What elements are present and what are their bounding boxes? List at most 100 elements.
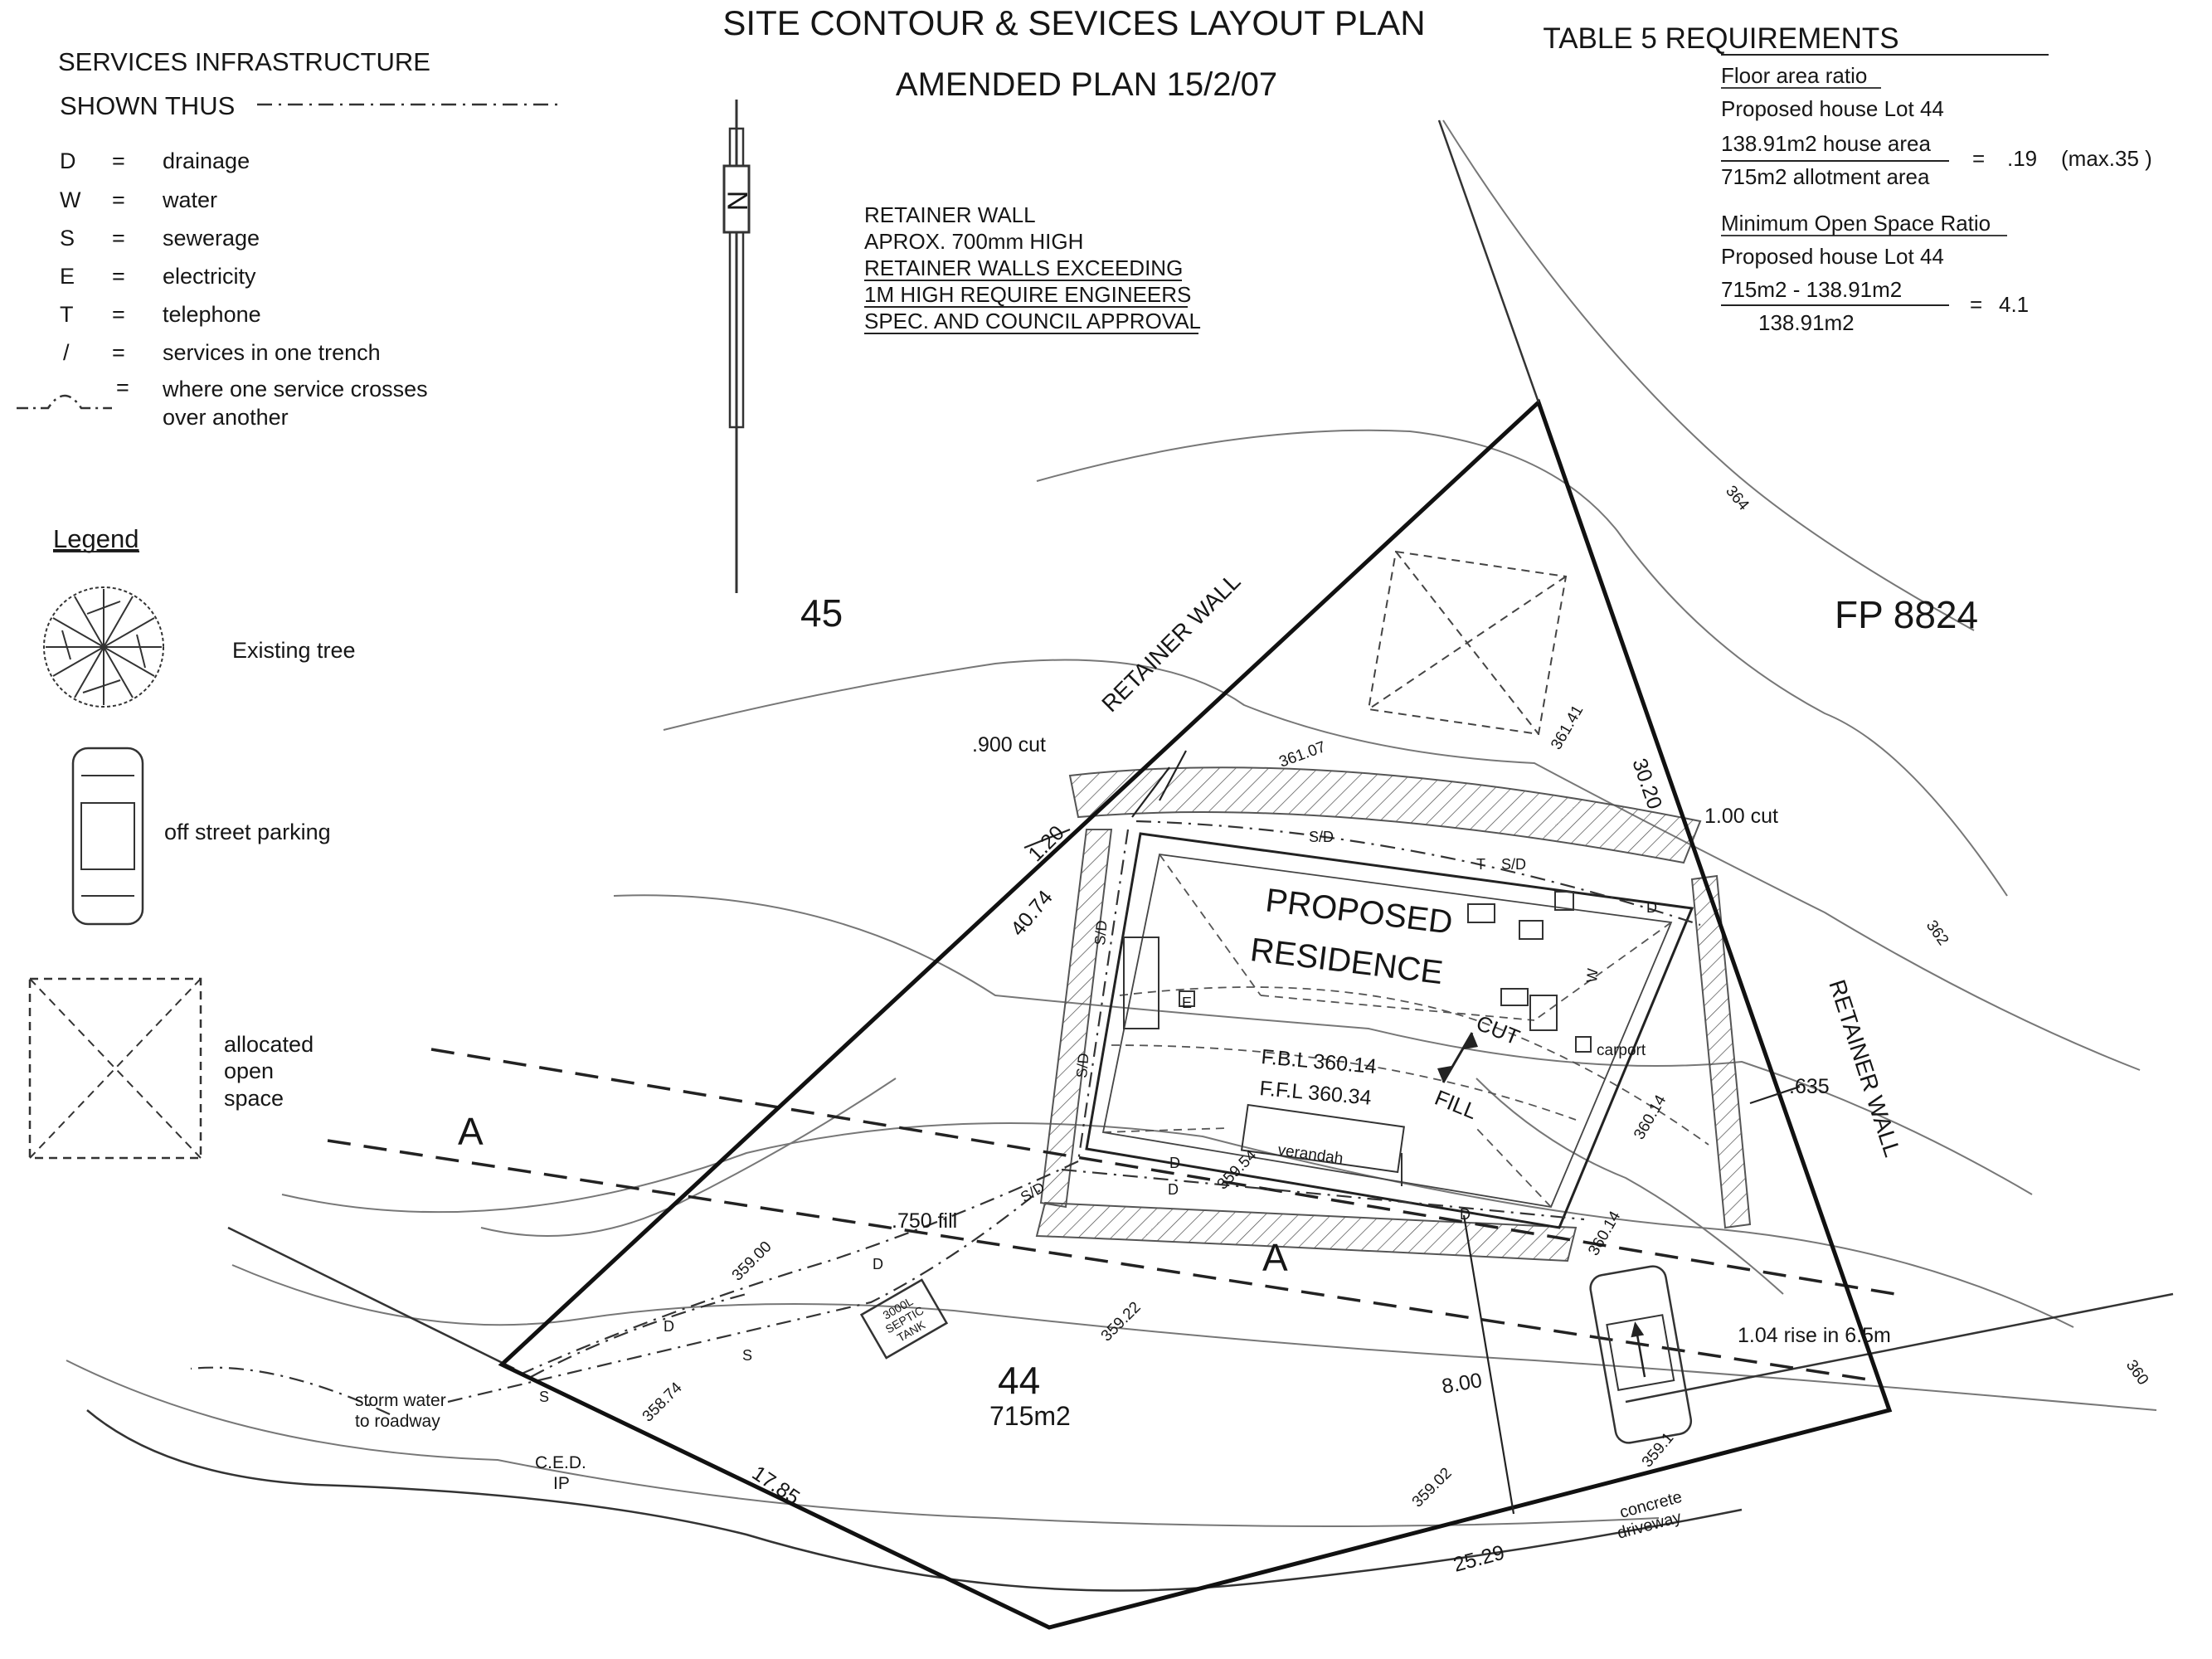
retainer-note-line: SPEC. AND COUNCIL APPROVAL [864, 309, 1201, 333]
table5-requirements: TABLE 5 REQUIREMENTS Floor area ratio Pr… [1543, 22, 2151, 335]
roadway-lines [86, 1226, 2174, 1592]
legend-open-space: allocated [224, 1032, 314, 1057]
service-desc: water [162, 187, 217, 212]
service-code: E [60, 264, 75, 289]
service-code: D [60, 148, 76, 173]
legend: Legend Existing tree off street parking [28, 524, 356, 1160]
verandah-label: verandah [1276, 1141, 1344, 1168]
service-tag: S/D [1091, 920, 1111, 946]
dimension-label: 8.00 [1440, 1369, 1484, 1399]
level-label: 360.14 [1631, 1092, 1670, 1142]
far-max: (max.35 ) [2061, 146, 2152, 171]
service-tag: D [1646, 899, 1657, 916]
dimension-markers [1023, 750, 1801, 1515]
storm-water-label: to roadway [355, 1412, 440, 1431]
cut-900-label: .900 cut [972, 733, 1046, 757]
service-tag: D [873, 1256, 883, 1272]
retainer-wall-bands [1035, 766, 1752, 1262]
service-tag: D [664, 1318, 674, 1335]
fill-750-label: .750 fill [892, 1209, 957, 1233]
contour-label: 364 [1722, 483, 1753, 514]
service-tag: S/D [1309, 829, 1334, 845]
cut-label: CUT [1473, 1010, 1524, 1050]
service-tag: D [1460, 1206, 1471, 1223]
service-tag: W [1583, 968, 1601, 984]
legend-existing-tree: Existing tree [232, 638, 356, 663]
septic-tank: 3000L SEPTIC TANK [859, 1278, 949, 1360]
carport-label: carport [1597, 1042, 1646, 1059]
osr-title: Minimum Open Space Ratio [1721, 211, 1991, 236]
legend-open-space: space [224, 1086, 284, 1111]
fill-label: FILL [1432, 1085, 1480, 1124]
rise-label: 1.04 rise in 6.5m [1738, 1324, 1891, 1347]
level-label: 361.41 [1548, 703, 1587, 753]
legend-off-street-parking: off street parking [164, 820, 331, 844]
easement-line [1437, 119, 1540, 403]
lot-44-label: 44 [998, 1359, 1040, 1402]
service-desc: electricity [163, 264, 256, 289]
storm-water-label: storm water [355, 1391, 446, 1410]
crossing-desc-1: where one service crosses [162, 377, 428, 401]
north-arrow-icon: N [722, 100, 754, 593]
service-code: S [60, 226, 75, 251]
service-tag: T [1476, 856, 1485, 873]
lot-area-label: 715m2 [989, 1401, 1071, 1431]
far-eq: = [1972, 146, 1985, 171]
retainer-wall-label: RETAINER WALL [1824, 976, 1905, 1160]
ced-label: IP [553, 1474, 570, 1493]
plan-title: SITE CONTOUR & SEVICES LAYOUT PLAN [722, 3, 1425, 42]
section-lines [327, 1048, 1896, 1383]
service-code: / [63, 340, 70, 365]
dimension-label: .635 [1789, 1075, 1830, 1098]
far-denominator: 715m2 allotment area [1721, 164, 1930, 189]
osr-house: Proposed house Lot 44 [1721, 244, 1944, 269]
level-label: 361.07 [1277, 738, 1329, 771]
service-desc: drainage [163, 148, 250, 173]
service-tag: D [1169, 1155, 1180, 1171]
parked-car-icon [71, 747, 144, 926]
far-house: Proposed house Lot 44 [1721, 96, 1944, 121]
svg-text:N: N [722, 191, 754, 212]
services-legend: SERVICES INFRASTRUCTURE SHOWN THUS D = d… [17, 47, 564, 430]
dimension-label: 40.74 [1006, 886, 1057, 941]
ced-label: C.E.D. [535, 1453, 586, 1472]
ffl-level: F.F.L 360.34 [1258, 1077, 1372, 1110]
service-tag: S [539, 1389, 549, 1405]
service-eq: = [112, 148, 125, 173]
retainer-note-line: RETAINER WALL [864, 202, 1036, 227]
level-label: 359.00 [729, 1238, 775, 1285]
far-title: Floor area ratio [1721, 63, 1867, 88]
residence-label: RESIDENCE [1248, 932, 1445, 991]
service-code: T [60, 302, 74, 327]
service-eq: = [112, 302, 125, 327]
section-a-label: A [458, 1110, 484, 1153]
crossing-eq: = [116, 375, 129, 400]
dimension-label: 1.20 [1023, 821, 1068, 866]
contour-label: 360 [2122, 1357, 2151, 1389]
service-tag: E [1182, 995, 1192, 1011]
far-numerator: 138.91m2 house area [1721, 131, 1932, 156]
level-label: 359.02 [1409, 1465, 1456, 1511]
lot-boundary [498, 398, 1893, 1630]
residence-label: PROPOSED [1263, 882, 1454, 941]
far-value: .19 [2007, 146, 2037, 171]
open-space-icon [28, 977, 202, 1160]
retainer-note-line: RETAINER WALLS EXCEEDING [864, 255, 1183, 280]
lot-45-label: 45 [800, 591, 843, 635]
service-eq: = [112, 340, 125, 365]
service-desc: sewerage [163, 226, 260, 251]
allocated-open-space [1367, 550, 1568, 736]
crossing-desc-2: over another [163, 405, 289, 430]
dimension-label: 25.29 [1451, 1541, 1507, 1577]
osr-value: 4.1 [1999, 292, 2029, 317]
lot-fp-label: FP 8824 [1835, 593, 1978, 636]
osr-numerator: 715m2 - 138.91m2 [1721, 277, 1902, 302]
cut-100-label: 1.00 cut [1704, 805, 1778, 828]
services-heading: SERVICES INFRASTRUCTURE [58, 47, 430, 76]
services-shown-thus: SHOWN THUS [60, 91, 235, 120]
service-eq: = [112, 226, 125, 251]
service-tag: D [1168, 1181, 1179, 1198]
dimension-label: 30.20 [1627, 756, 1666, 812]
service-tag: S [742, 1347, 752, 1364]
